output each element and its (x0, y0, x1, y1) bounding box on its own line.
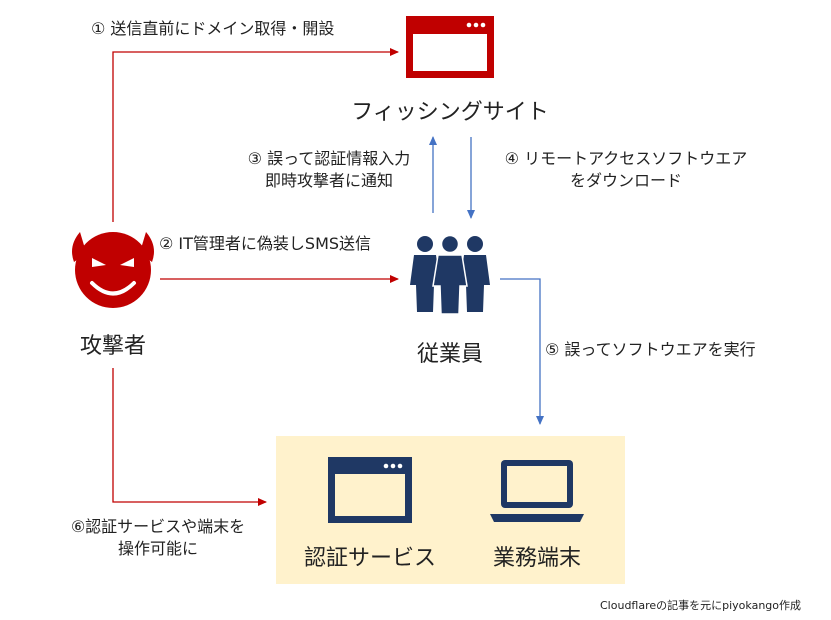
phishing-site-label: フィッシングサイト (351, 100, 549, 125)
step3-label: ③ 誤って認証情報入力 即時攻撃者に通知 (228, 148, 430, 191)
arrow-step6 (112, 368, 267, 506)
step2-label: ② IT管理者に偽装しSMS送信 (159, 234, 372, 253)
auth-service-icon (328, 457, 412, 523)
arrow-step1 (112, 48, 399, 222)
devil-icon (72, 232, 154, 308)
step4-label: ④ リモートアクセスソフトウエア をダウンロード (480, 148, 772, 191)
phishing-site-icon (406, 16, 494, 78)
step1-label: ① 送信直前にドメイン取得・開設 (91, 19, 335, 38)
arrow-step5 (500, 278, 544, 425)
credit-text: Cloudflareの記事を元にpiyokango作成 (600, 599, 802, 612)
employees-label: 従業員 (416, 342, 483, 367)
step6-line1: ⑥認証サービスや端末を (70, 517, 246, 536)
step6-label: ⑥認証サービスや端末を 操作可能に (52, 516, 264, 559)
laptop-icon (490, 460, 584, 522)
employees-icon (410, 234, 490, 315)
auth-service-label: 認証サービス (303, 546, 436, 571)
step4-line2: をダウンロード (569, 170, 682, 190)
step4-line1: ④ リモートアクセスソフトウエア (504, 149, 748, 168)
attacker-label: 攻撃者 (79, 334, 146, 359)
step3-line1: ③ 誤って認証情報入力 (247, 149, 411, 168)
step5-label: ⑤ 誤ってソフトウエアを実行 (545, 340, 756, 359)
step3-line2: 即時攻撃者に通知 (264, 170, 393, 190)
step6-line2: 操作可能に (117, 538, 198, 558)
endpoint-label: 業務端末 (492, 546, 581, 571)
